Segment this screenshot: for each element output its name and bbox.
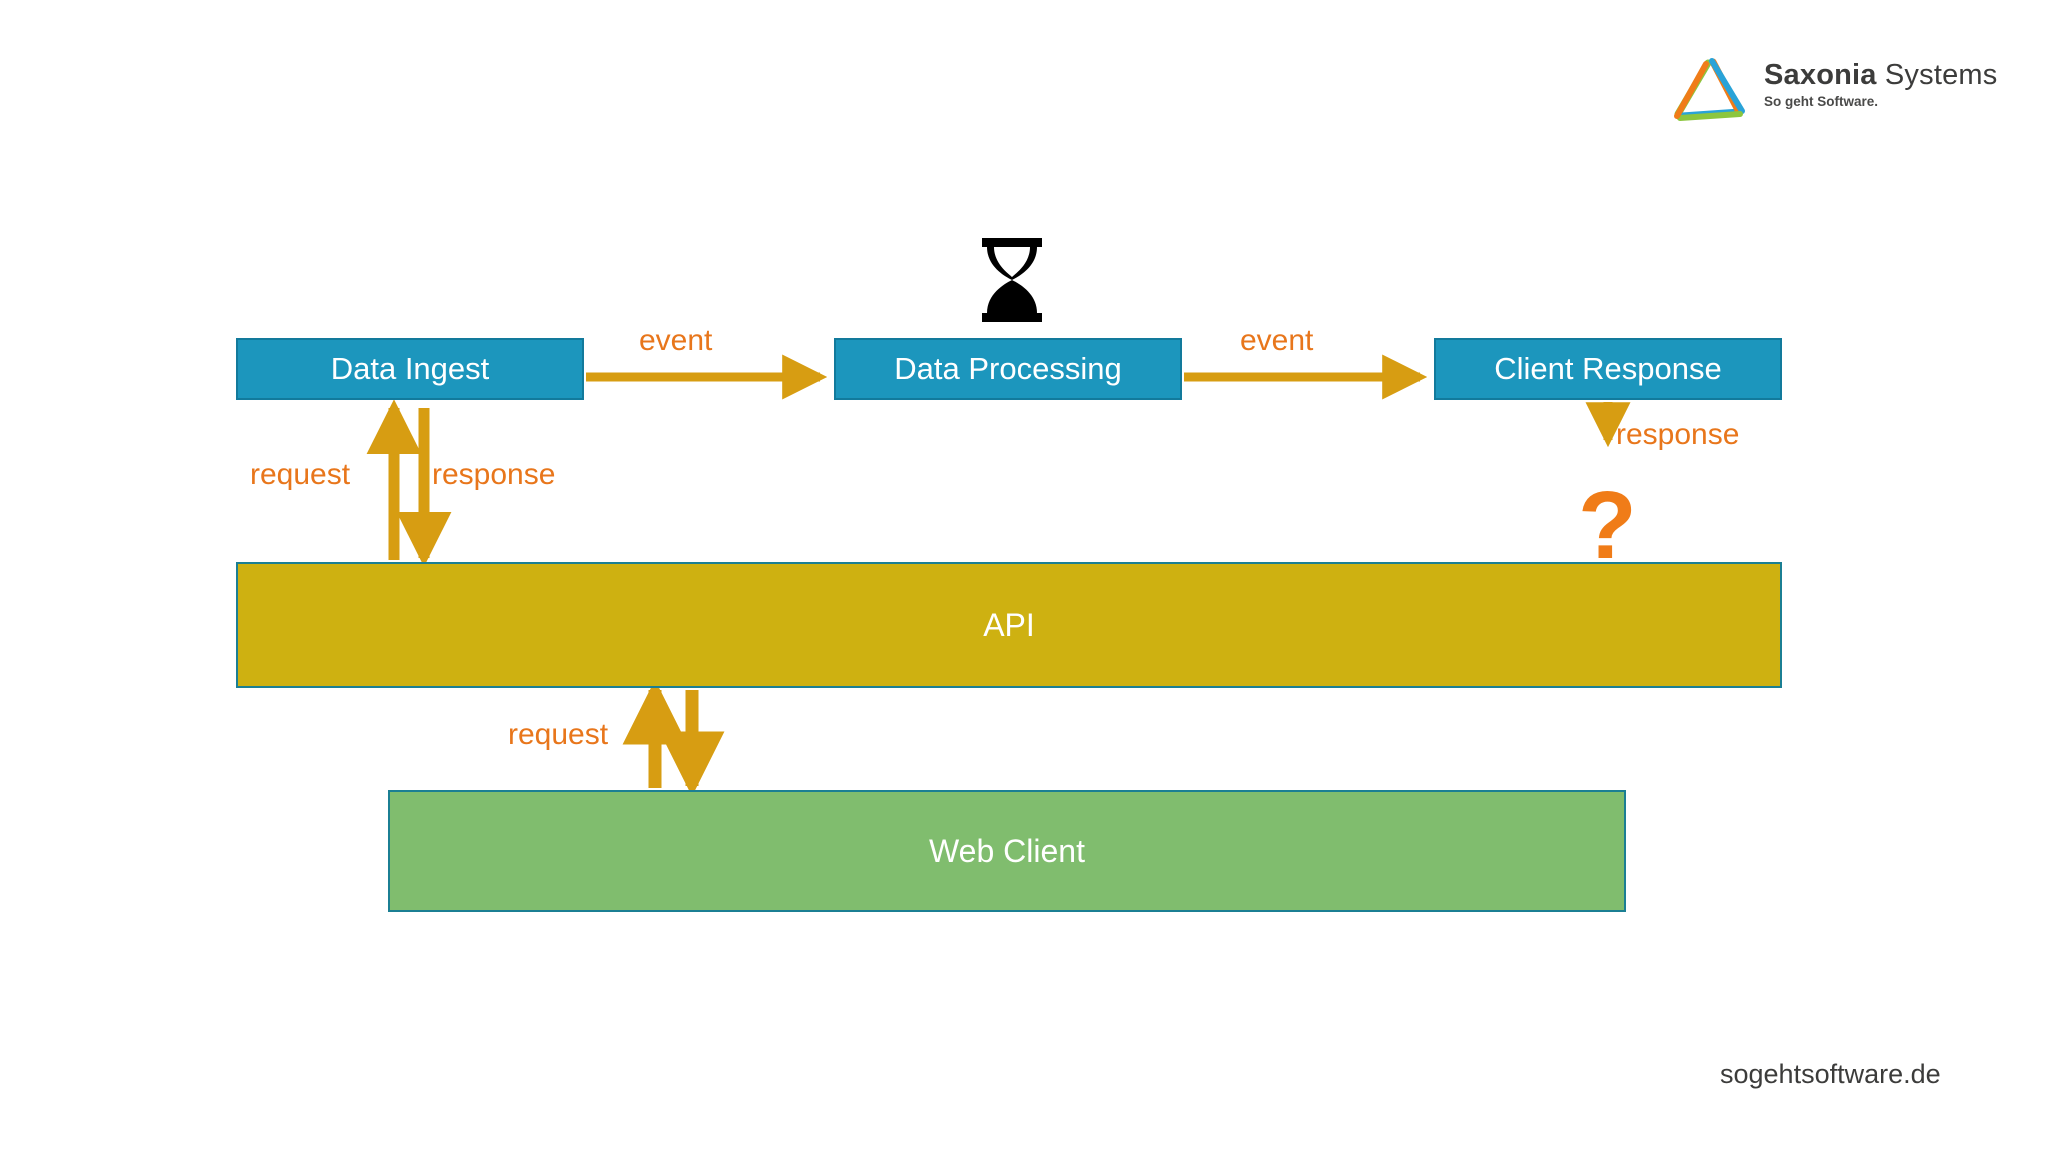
edge-label-event-1: event: [639, 324, 713, 357]
edge-label-response-client: response: [1616, 418, 1740, 451]
node-data-processing[interactable]: Data Processing: [834, 338, 1182, 400]
question-mark-annotation: ?: [1578, 472, 1637, 579]
edge-label-request-webclient-to-api: request: [508, 718, 609, 751]
brand-tagline: So geht Software.: [1764, 94, 1879, 110]
node-client-response-label: Client Response: [1494, 351, 1722, 386]
node-data-processing-label: Data Processing: [894, 351, 1122, 386]
node-api-label: API: [983, 606, 1035, 643]
brand-name: Saxonia Systems: [1764, 59, 1997, 91]
edge-label-request-api-to-ingest: request: [250, 458, 351, 491]
node-client-response[interactable]: Client Response: [1434, 338, 1782, 400]
node-data-ingest-label: Data Ingest: [330, 351, 490, 386]
node-web-client-label: Web Client: [929, 832, 1085, 869]
node-web-client[interactable]: Web Client: [388, 790, 1626, 912]
brand-logo: Saxonia Systems So geht Software.: [1668, 52, 1997, 136]
brand-wordmark: Saxonia Systems So geht Software.: [1764, 59, 1997, 110]
edge-label-response-ingest-to-api: response: [432, 458, 556, 491]
saxonia-triangle-logo-icon: [1668, 54, 1752, 126]
hourglass-icon: [976, 236, 1048, 324]
brand-name-light: Systems: [1876, 59, 1998, 91]
node-data-ingest[interactable]: Data Ingest: [236, 338, 584, 400]
node-api[interactable]: API: [236, 562, 1782, 688]
footer-url: sogehtsoftware.de: [1720, 1059, 1941, 1089]
edge-label-event-2: event: [1240, 324, 1314, 357]
brand-name-bold: Saxonia: [1764, 59, 1877, 91]
